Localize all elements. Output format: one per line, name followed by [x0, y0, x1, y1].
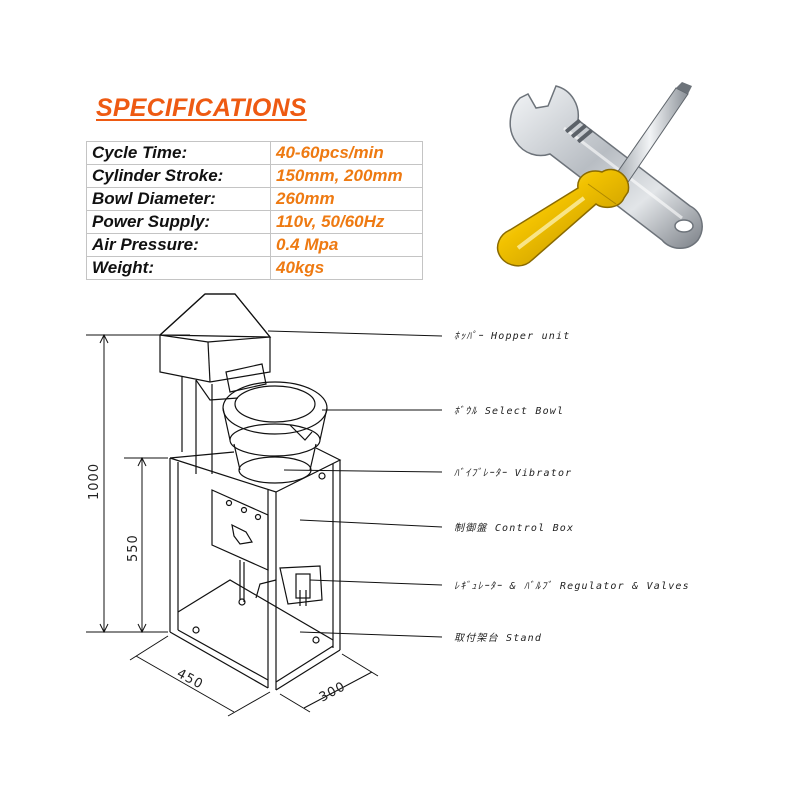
- spec-label: Cylinder Stroke:: [86, 164, 271, 188]
- dimension-stand-height: 550: [126, 534, 141, 562]
- dimension-width: 450: [174, 666, 206, 692]
- screwdriver-icon: [496, 82, 692, 267]
- machine-outline: [159, 293, 342, 691]
- dimension-lines: [86, 333, 379, 717]
- dimension-depth: 300: [317, 679, 349, 705]
- spec-label: Cycle Time:: [86, 141, 271, 165]
- callout-regulator-valves: ﾚｷﾞｭﾚｰﾀｰ & ﾊﾞﾙﾌﾞ Regulator & Valves: [454, 580, 690, 592]
- spec-value: 40-60pcs/min: [270, 141, 423, 165]
- callout-hopper-unit: ﾎｯﾊﾟｰ Hopper unit: [454, 330, 570, 342]
- spec-label: Power Supply:: [86, 210, 271, 234]
- specifications-table: Cycle Time: 40-60pcs/min Cylinder Stroke…: [86, 141, 423, 280]
- leader-lines: [267, 330, 443, 638]
- page-title: SPECIFICATIONS: [96, 94, 307, 122]
- callout-control-box: 制御盤 Control Box: [454, 522, 574, 534]
- callout-select-bowl: ﾎﾞｳﾙ Select Bowl: [454, 405, 564, 417]
- spec-label: Weight:: [86, 256, 271, 280]
- table-row: Bowl Diameter: 260mm: [86, 187, 423, 211]
- spec-value: 40kgs: [270, 256, 423, 280]
- table-row: Power Supply: 110v, 50/60Hz: [86, 210, 423, 234]
- table-row: Cycle Time: 40-60pcs/min: [86, 141, 423, 165]
- table-row: Weight: 40kgs: [86, 256, 423, 280]
- tools-illustration: [496, 82, 703, 267]
- dimension-total-height: 1000: [87, 463, 102, 500]
- spec-value: 260mm: [270, 187, 423, 211]
- spec-value: 0.4 Mpa: [270, 233, 423, 257]
- spec-label: Air Pressure:: [86, 233, 271, 257]
- callout-vibrator: ﾊﾞｲﾌﾞﾚｰﾀｰ Vibrator: [454, 467, 572, 479]
- callout-stand: 取付架台 Stand: [454, 632, 542, 644]
- table-row: Air Pressure: 0.4 Mpa: [86, 233, 423, 257]
- spec-label: Bowl Diameter:: [86, 187, 271, 211]
